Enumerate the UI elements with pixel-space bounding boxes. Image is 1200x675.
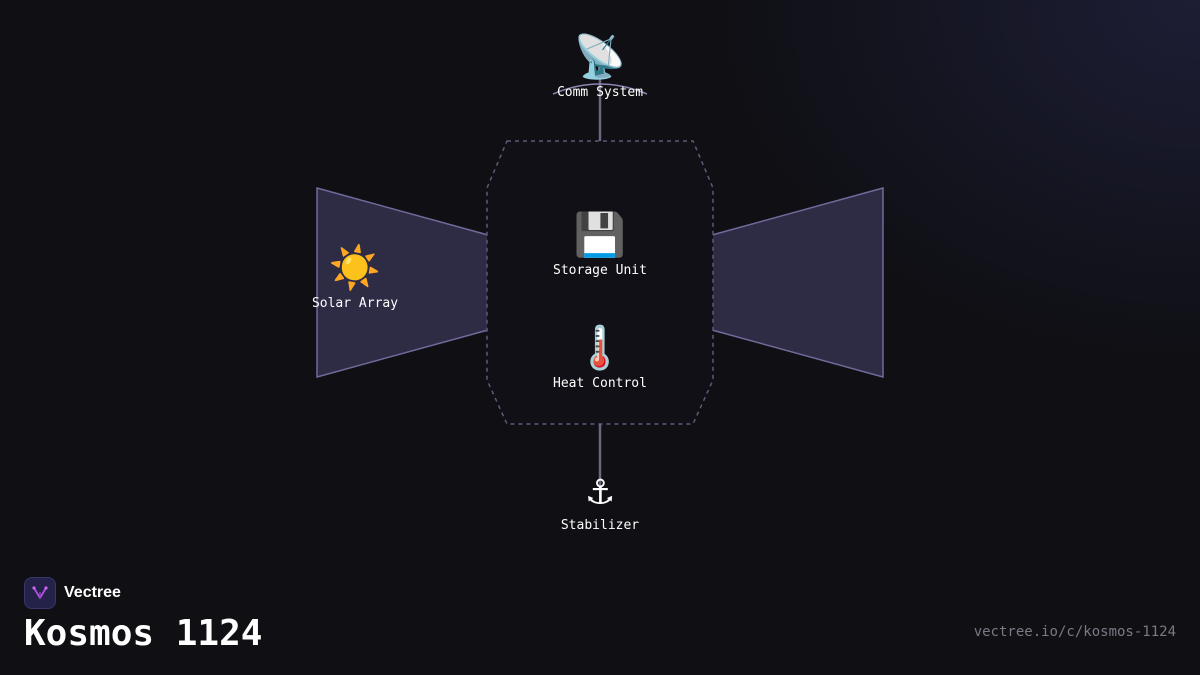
thermometer-icon: 🌡️	[573, 323, 627, 372]
solar-array-node: ☀️ Solar Array	[265, 243, 445, 312]
brand-name: Vectree	[64, 584, 121, 601]
source-url[interactable]: vectree.io/c/kosmos-1124	[973, 624, 1176, 640]
anchor-icon: ⚓	[587, 465, 613, 514]
vectree-logo-icon	[24, 577, 56, 609]
solar-array-label: Solar Array	[311, 296, 399, 311]
stabilizer-node: ⚓ Stabilizer	[510, 465, 690, 534]
heat-control-node: 🌡️ Heat Control	[510, 323, 690, 392]
page-title: Kosmos 1124	[24, 613, 263, 654]
storage-unit-label: Storage Unit	[553, 263, 647, 278]
antenna-dish-arc	[552, 83, 648, 95]
satellite-dish-icon: 📡	[573, 32, 627, 81]
main-body-outline	[486, 140, 714, 425]
heat-control-label: Heat Control	[553, 376, 647, 391]
storage-unit-node: 💾 Storage Unit	[510, 210, 690, 279]
comm-system-node: 📡 Comm System	[510, 32, 690, 101]
sun-icon: ☀️	[328, 243, 382, 292]
brand[interactable]: Vectree	[24, 577, 121, 609]
comm-system-label: Comm System	[556, 85, 644, 100]
stabilizer-label: Stabilizer	[560, 518, 640, 533]
floppy-disk-icon: 💾	[573, 210, 627, 259]
right-solar-panel	[711, 187, 884, 378]
